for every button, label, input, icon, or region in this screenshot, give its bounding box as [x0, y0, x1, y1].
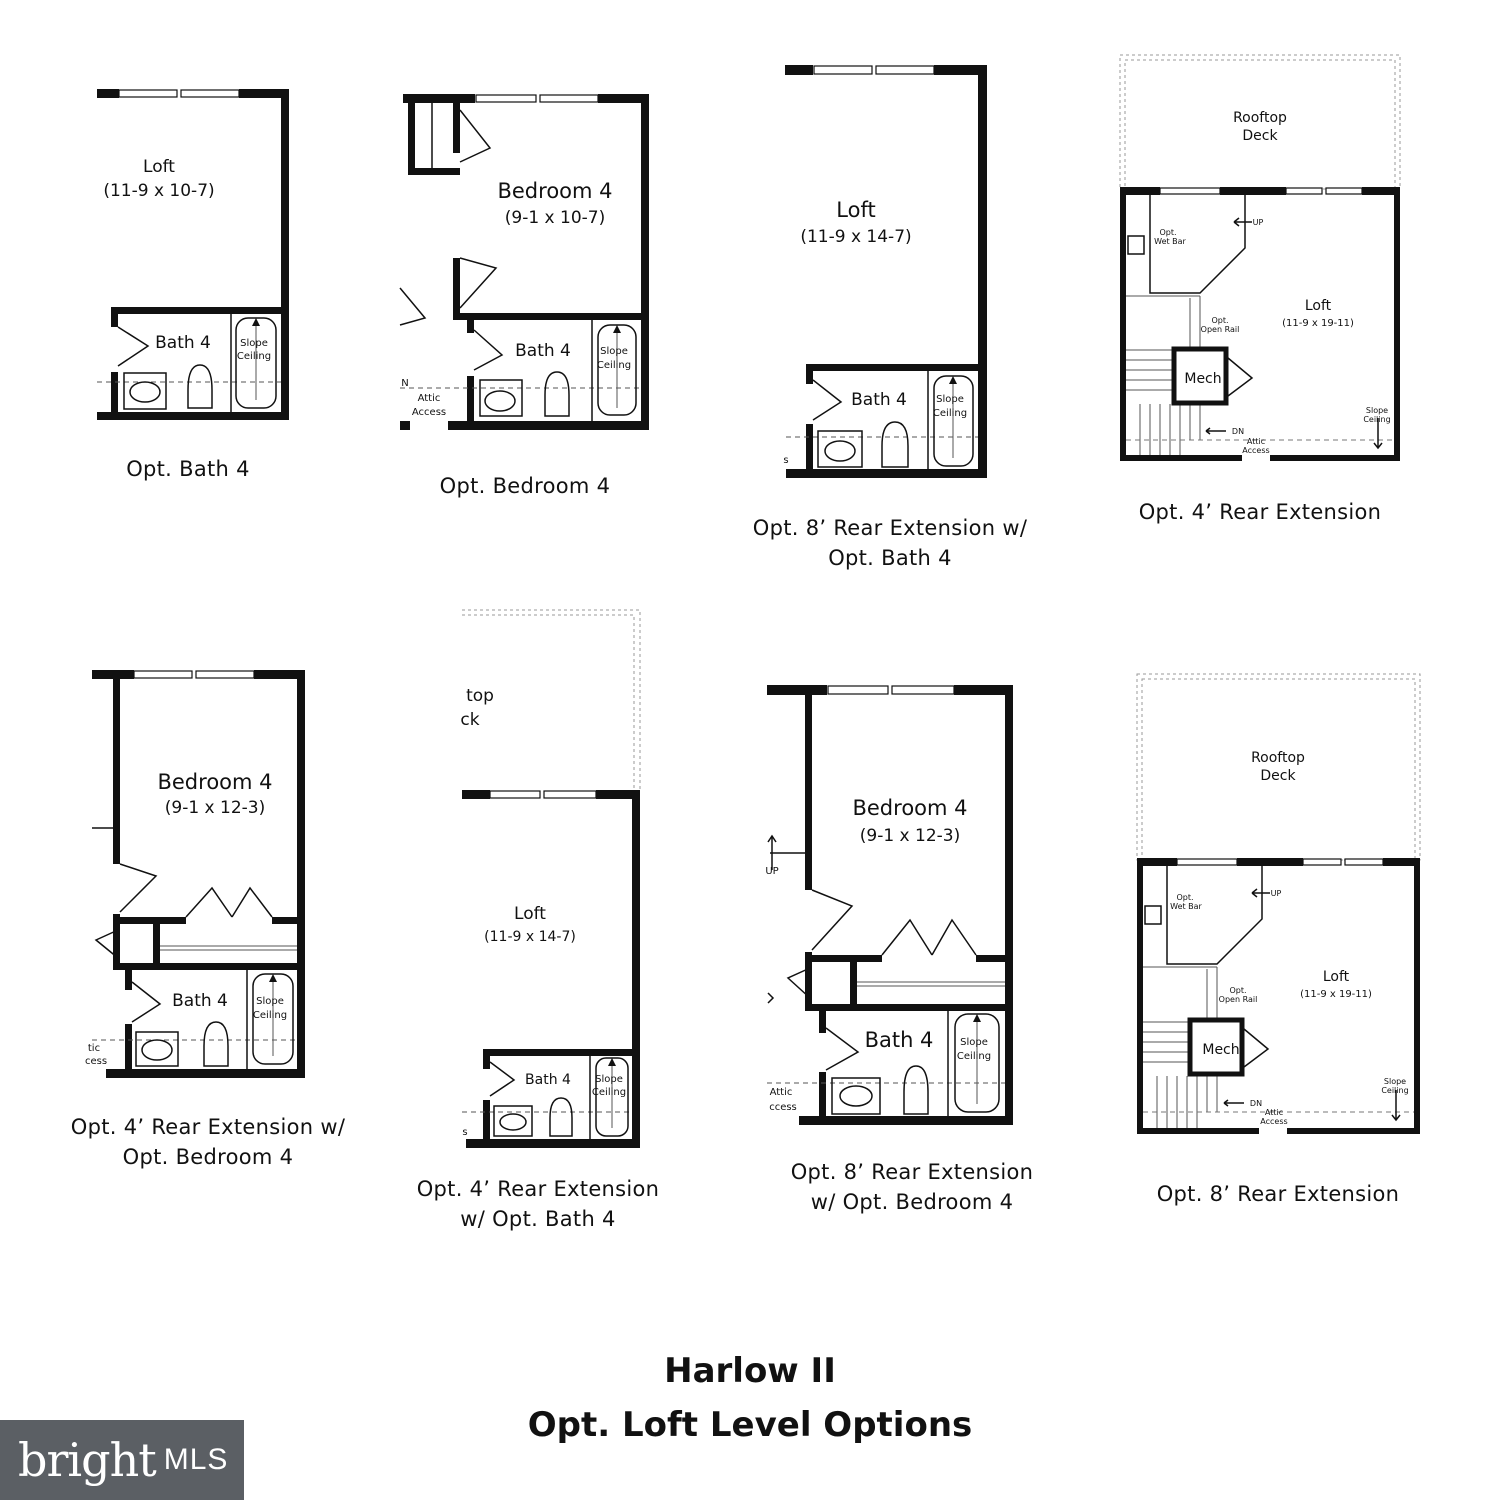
- plan-8ft-rear-ext-bedroom-4: Bedroom 4 (9-1 x 12-3) Bath 4 UP Slope C…: [765, 685, 1033, 1214]
- room-dims: (11-9 x 14-7): [800, 227, 911, 247]
- access-fragment-label: cess: [85, 1056, 107, 1067]
- room-name: Mech: [1184, 371, 1221, 387]
- room-dims: (11-9 x 10-7): [103, 181, 214, 201]
- page-subtitle: Opt. Loft Level Options: [528, 1405, 973, 1445]
- room-name: Bath 4: [515, 341, 571, 361]
- ceiling-label: Ceiling: [933, 408, 967, 419]
- ceiling-label: Ceiling: [1363, 415, 1390, 424]
- open-rail-label: Opt.: [1229, 986, 1246, 995]
- plan-caption: Opt. 8’ Rear Extension w/: [753, 516, 1028, 540]
- room-name-line2: Deck: [1260, 768, 1296, 784]
- attic-label: Attic: [1265, 1108, 1283, 1117]
- logo-wordmark: bright: [18, 1433, 157, 1487]
- plan-caption: Opt. 8’ Rear Extension: [791, 1160, 1034, 1184]
- plan-caption: Opt. 4’ Rear Extension: [1139, 500, 1382, 524]
- slope-label: Slope: [1366, 406, 1388, 415]
- room-name: Loft: [1323, 969, 1350, 985]
- wet-bar-label: Wet Bar: [1170, 902, 1202, 911]
- wet-bar-label: Wet Bar: [1154, 237, 1186, 246]
- room-name: Loft: [836, 198, 875, 222]
- plan-4ft-rear-ext-bath-4: top ck Loft (11-9 x 14-7) Bath 4 Slope C…: [417, 609, 660, 1231]
- ceiling-label: Ceiling: [957, 1051, 991, 1062]
- dn-label: DN: [1232, 427, 1244, 436]
- access-label: Access: [1260, 1117, 1287, 1126]
- plan-caption: Opt. 4’ Rear Extension w/: [71, 1115, 346, 1139]
- slope-label: Slope: [240, 338, 268, 349]
- plan-caption-line2: Opt. Bath 4: [828, 546, 952, 570]
- stair-fragment-label: s: [783, 455, 788, 466]
- plan-caption: Opt. 4’ Rear Extension: [417, 1177, 660, 1201]
- ceiling-label: Ceiling: [597, 360, 631, 371]
- plan-8ft-rear-ext-bath-4: Loft (11-9 x 14-7) Bath 4 Slope Ceiling …: [753, 65, 1028, 570]
- open-rail-label: Open Rail: [1219, 995, 1258, 1004]
- up-label: UP: [1271, 889, 1282, 898]
- room-name: Bedroom 4: [497, 179, 612, 203]
- room-dims: (9-1 x 12-3): [165, 798, 265, 818]
- room-dims: (9-1 x 10-7): [505, 208, 605, 228]
- plan-opt-bedroom-4: Bedroom 4 (9-1 x 10-7) Bath 4 Slope Ceil…: [399, 94, 649, 498]
- plan-4ft-rear-ext: Rooftop Deck Loft (11-9 x 19-11) Mech Op…: [1119, 54, 1401, 524]
- attic-label: Attic: [1247, 437, 1265, 446]
- dn-label: N: [401, 378, 408, 389]
- access-label: Access: [412, 407, 446, 418]
- room-dims: (11-9 x 19-11): [1282, 318, 1354, 329]
- slope-label: Slope: [256, 996, 284, 1007]
- room-dims: (11-9 x 14-7): [484, 929, 576, 945]
- room-dims: (9-1 x 12-3): [860, 826, 960, 846]
- plan-4ft-rear-ext-bedroom-4: Bedroom 4 (9-1 x 12-3) Bath 4 Slope Ceil…: [71, 670, 346, 1169]
- room-name: Bedroom 4: [157, 770, 272, 794]
- plan-caption: Opt. Bath 4: [126, 457, 250, 481]
- access-fragment-label: ccess: [769, 1102, 797, 1113]
- room-name: Bedroom 4: [852, 796, 967, 820]
- room-name: Loft: [1305, 298, 1332, 314]
- dn-label: DN: [1250, 1099, 1262, 1108]
- attic-fragment-label: tic: [88, 1043, 100, 1054]
- attic-label: Attic: [770, 1087, 793, 1098]
- plan-caption-line2: Opt. Bedroom 4: [123, 1145, 294, 1169]
- room-name-line2: ck: [460, 710, 479, 730]
- room-name: Rooftop: [1233, 110, 1287, 126]
- ceiling-label: Ceiling: [237, 351, 271, 362]
- wet-bar-label: Opt.: [1159, 228, 1176, 237]
- bright-mls-logo: bright MLS: [0, 1420, 244, 1500]
- plan-caption: Opt. Bedroom 4: [440, 474, 611, 498]
- plan-8ft-rear-ext: Rooftop Deck Loft (11-9 x 19-11) Mech Op…: [1136, 673, 1421, 1206]
- open-rail-label: Opt.: [1211, 316, 1228, 325]
- plan-caption-line2: w/ Opt. Bath 4: [460, 1207, 615, 1231]
- stair-fragment-label: s: [462, 1127, 467, 1138]
- attic-label: Attic: [418, 393, 441, 404]
- room-name: Bath 4: [865, 1028, 934, 1052]
- open-rail-label: Open Rail: [1201, 325, 1240, 334]
- room-name: Loft: [143, 157, 175, 177]
- access-label: Access: [1242, 446, 1269, 455]
- room-name: Bath 4: [155, 333, 211, 353]
- plan-caption: Opt. 8’ Rear Extension: [1157, 1182, 1400, 1206]
- slope-label: Slope: [1384, 1077, 1406, 1086]
- ceiling-label: Ceiling: [253, 1010, 287, 1021]
- slope-label: Slope: [595, 1074, 623, 1085]
- page-title: Harlow II: [664, 1351, 836, 1391]
- ceiling-label: Ceiling: [592, 1087, 626, 1098]
- room-name: Rooftop: [1251, 750, 1305, 766]
- room-name: Loft: [514, 904, 546, 924]
- slope-label: Slope: [600, 346, 628, 357]
- room-name-line2: Deck: [1242, 128, 1278, 144]
- room-name: Bath 4: [172, 991, 228, 1011]
- slope-label: Slope: [960, 1037, 988, 1048]
- room-name: Mech: [1202, 1042, 1239, 1058]
- logo-suffix: MLS: [163, 1443, 229, 1476]
- wet-bar-label: Opt.: [1176, 893, 1193, 902]
- room-dims: (11-9 x 19-11): [1300, 989, 1372, 1000]
- plan-opt-bath-4: Loft (11-9 x 10-7) Bath 4 Slope Ceiling …: [97, 89, 289, 481]
- plan-caption-line2: w/ Opt. Bedroom 4: [811, 1190, 1014, 1214]
- up-label: UP: [765, 866, 778, 877]
- room-name: Bath 4: [851, 390, 907, 410]
- ceiling-label: Ceiling: [1381, 1086, 1408, 1095]
- up-label: UP: [1253, 218, 1264, 227]
- room-name: Bath 4: [525, 1072, 571, 1088]
- slope-label: Slope: [936, 394, 964, 405]
- room-name: top: [466, 686, 494, 706]
